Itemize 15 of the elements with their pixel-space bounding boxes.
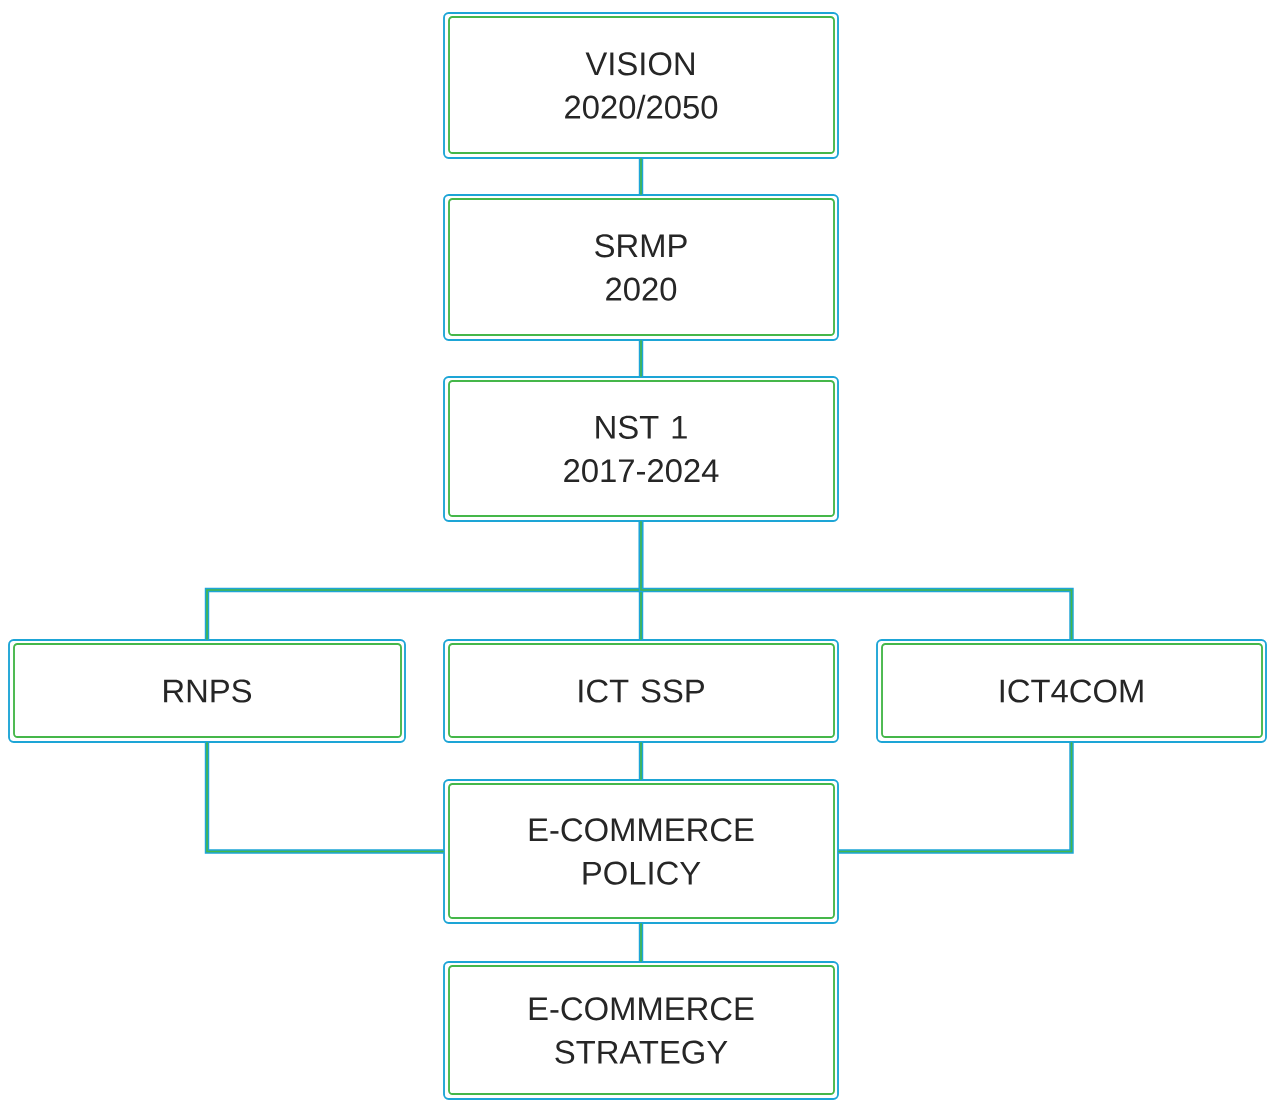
connector-line [638, 157, 644, 196]
process-box: E-COMMERCE STRATEGY [443, 961, 839, 1100]
process-box: ICT4COM [876, 639, 1267, 743]
process-box: SRMP 2020 [443, 194, 839, 341]
process-box: RNPS [8, 639, 406, 743]
connector-line [638, 520, 1074, 641]
process-box: NST 1 2017-2024 [443, 376, 839, 522]
process-box: VISION 2020/2050 [443, 12, 839, 159]
connector-line [638, 339, 644, 378]
connector-line [638, 741, 644, 781]
connector-line [204, 741, 445, 854]
connector-line [837, 741, 1074, 854]
process-box: ICT SSP [443, 639, 839, 743]
process-box: E-COMMERCE POLICY [443, 779, 839, 924]
connector-line [638, 922, 644, 963]
